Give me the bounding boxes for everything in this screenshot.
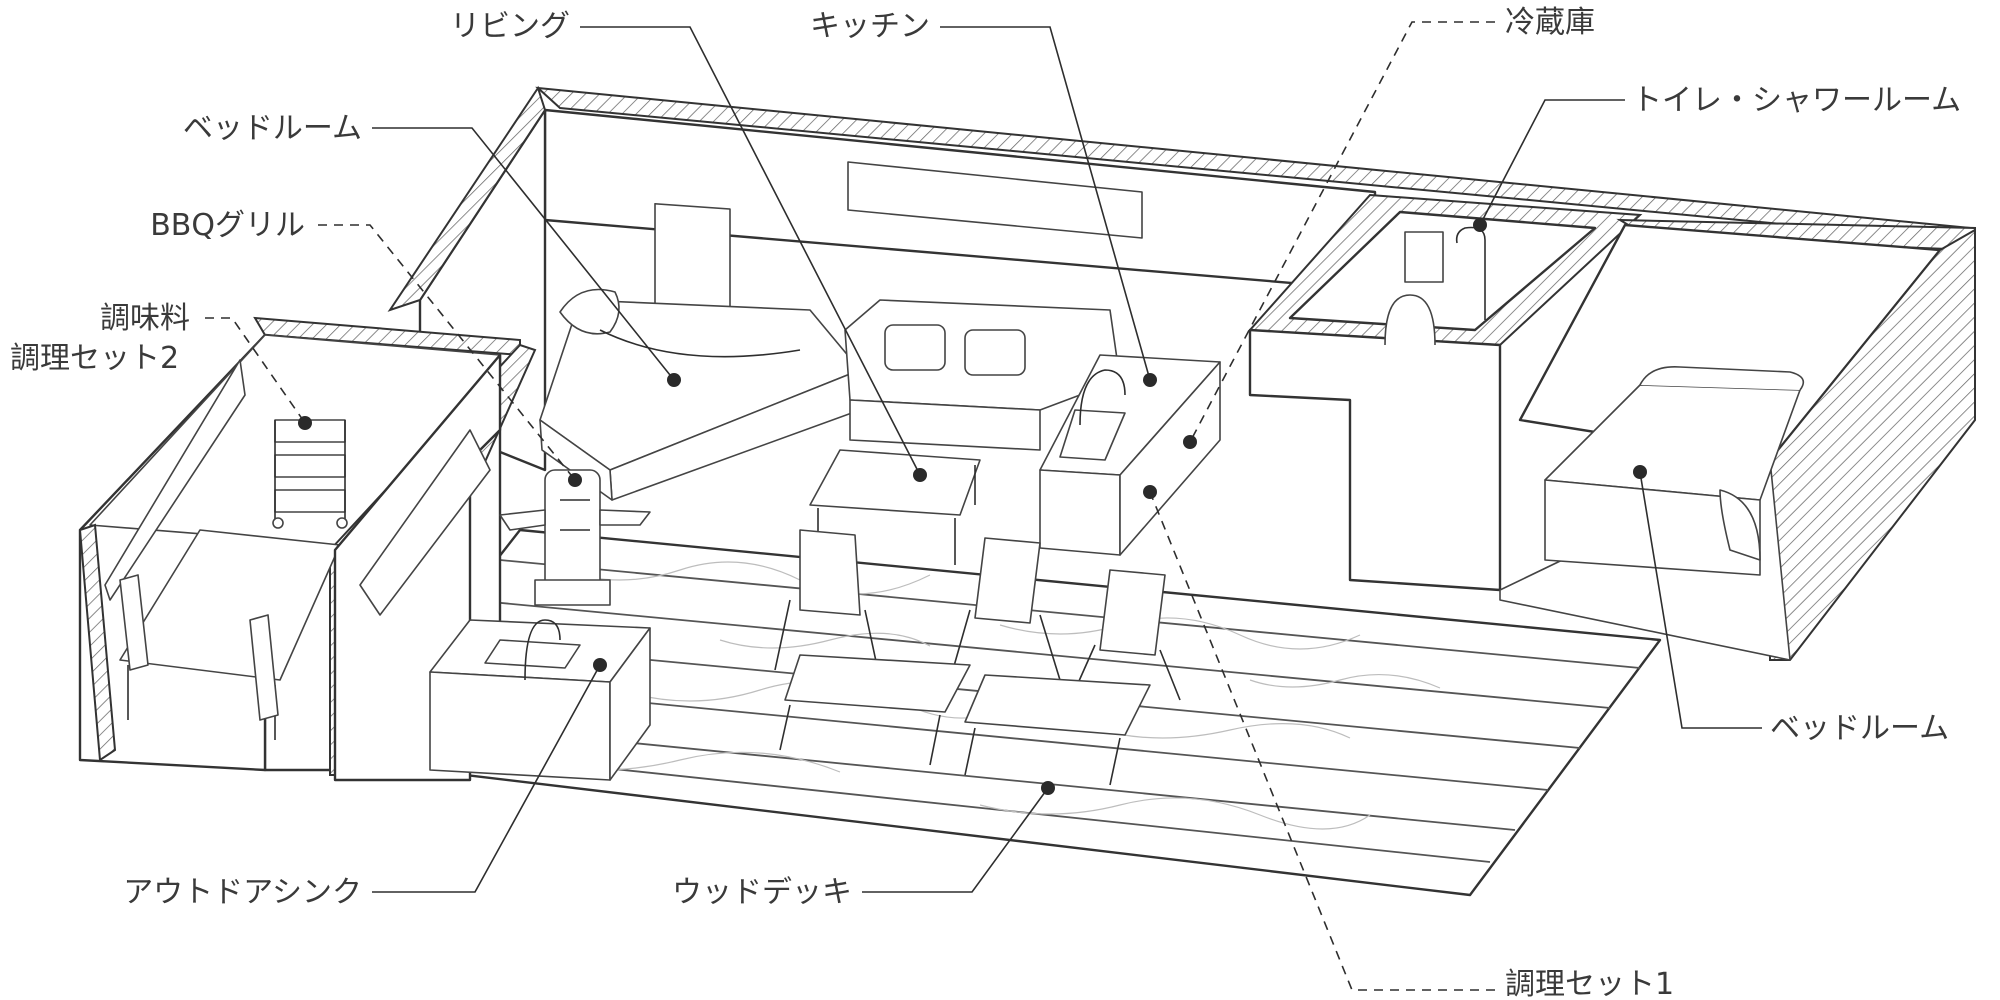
label-fridge: 冷蔵庫 [1505,5,1595,40]
label-bedroom-left: ベッドルーム [183,111,362,146]
bbq-grill [499,469,651,606]
label-outdoor-sink: アウトドアシンク [123,875,362,910]
sofa [844,299,1121,451]
label-cooking-set-2: 調理セット2 [10,341,179,376]
deck-chairs [774,529,1181,701]
label-toilet-shower: トイレ・シャワールーム [1632,83,1961,118]
label-cooking-set-1: 調理セット1 [1505,967,1674,1000]
kitchen-counter [1039,354,1221,556]
bedroom-right [1499,218,1976,661]
label-living: リビング [450,9,570,44]
label-bbq: BBQグリル [150,208,305,243]
label-seasoning: 調味料 [100,301,190,336]
deck-tables [779,654,1151,786]
label-kitchen: キッチン [810,9,930,44]
label-bedroom-right: ベッドルーム [1770,711,1949,746]
outdoor-sink-counter [429,619,651,781]
toilet-shower-room [1247,193,1643,592]
callout-labels: リビング キッチン 冷蔵庫 トイレ・シャワールーム ベッドルーム BBQグリル … [10,5,1961,1000]
bed-left [539,288,861,501]
leader-lines [205,21,1762,991]
label-wood-deck: ウッドデッキ [672,875,852,910]
